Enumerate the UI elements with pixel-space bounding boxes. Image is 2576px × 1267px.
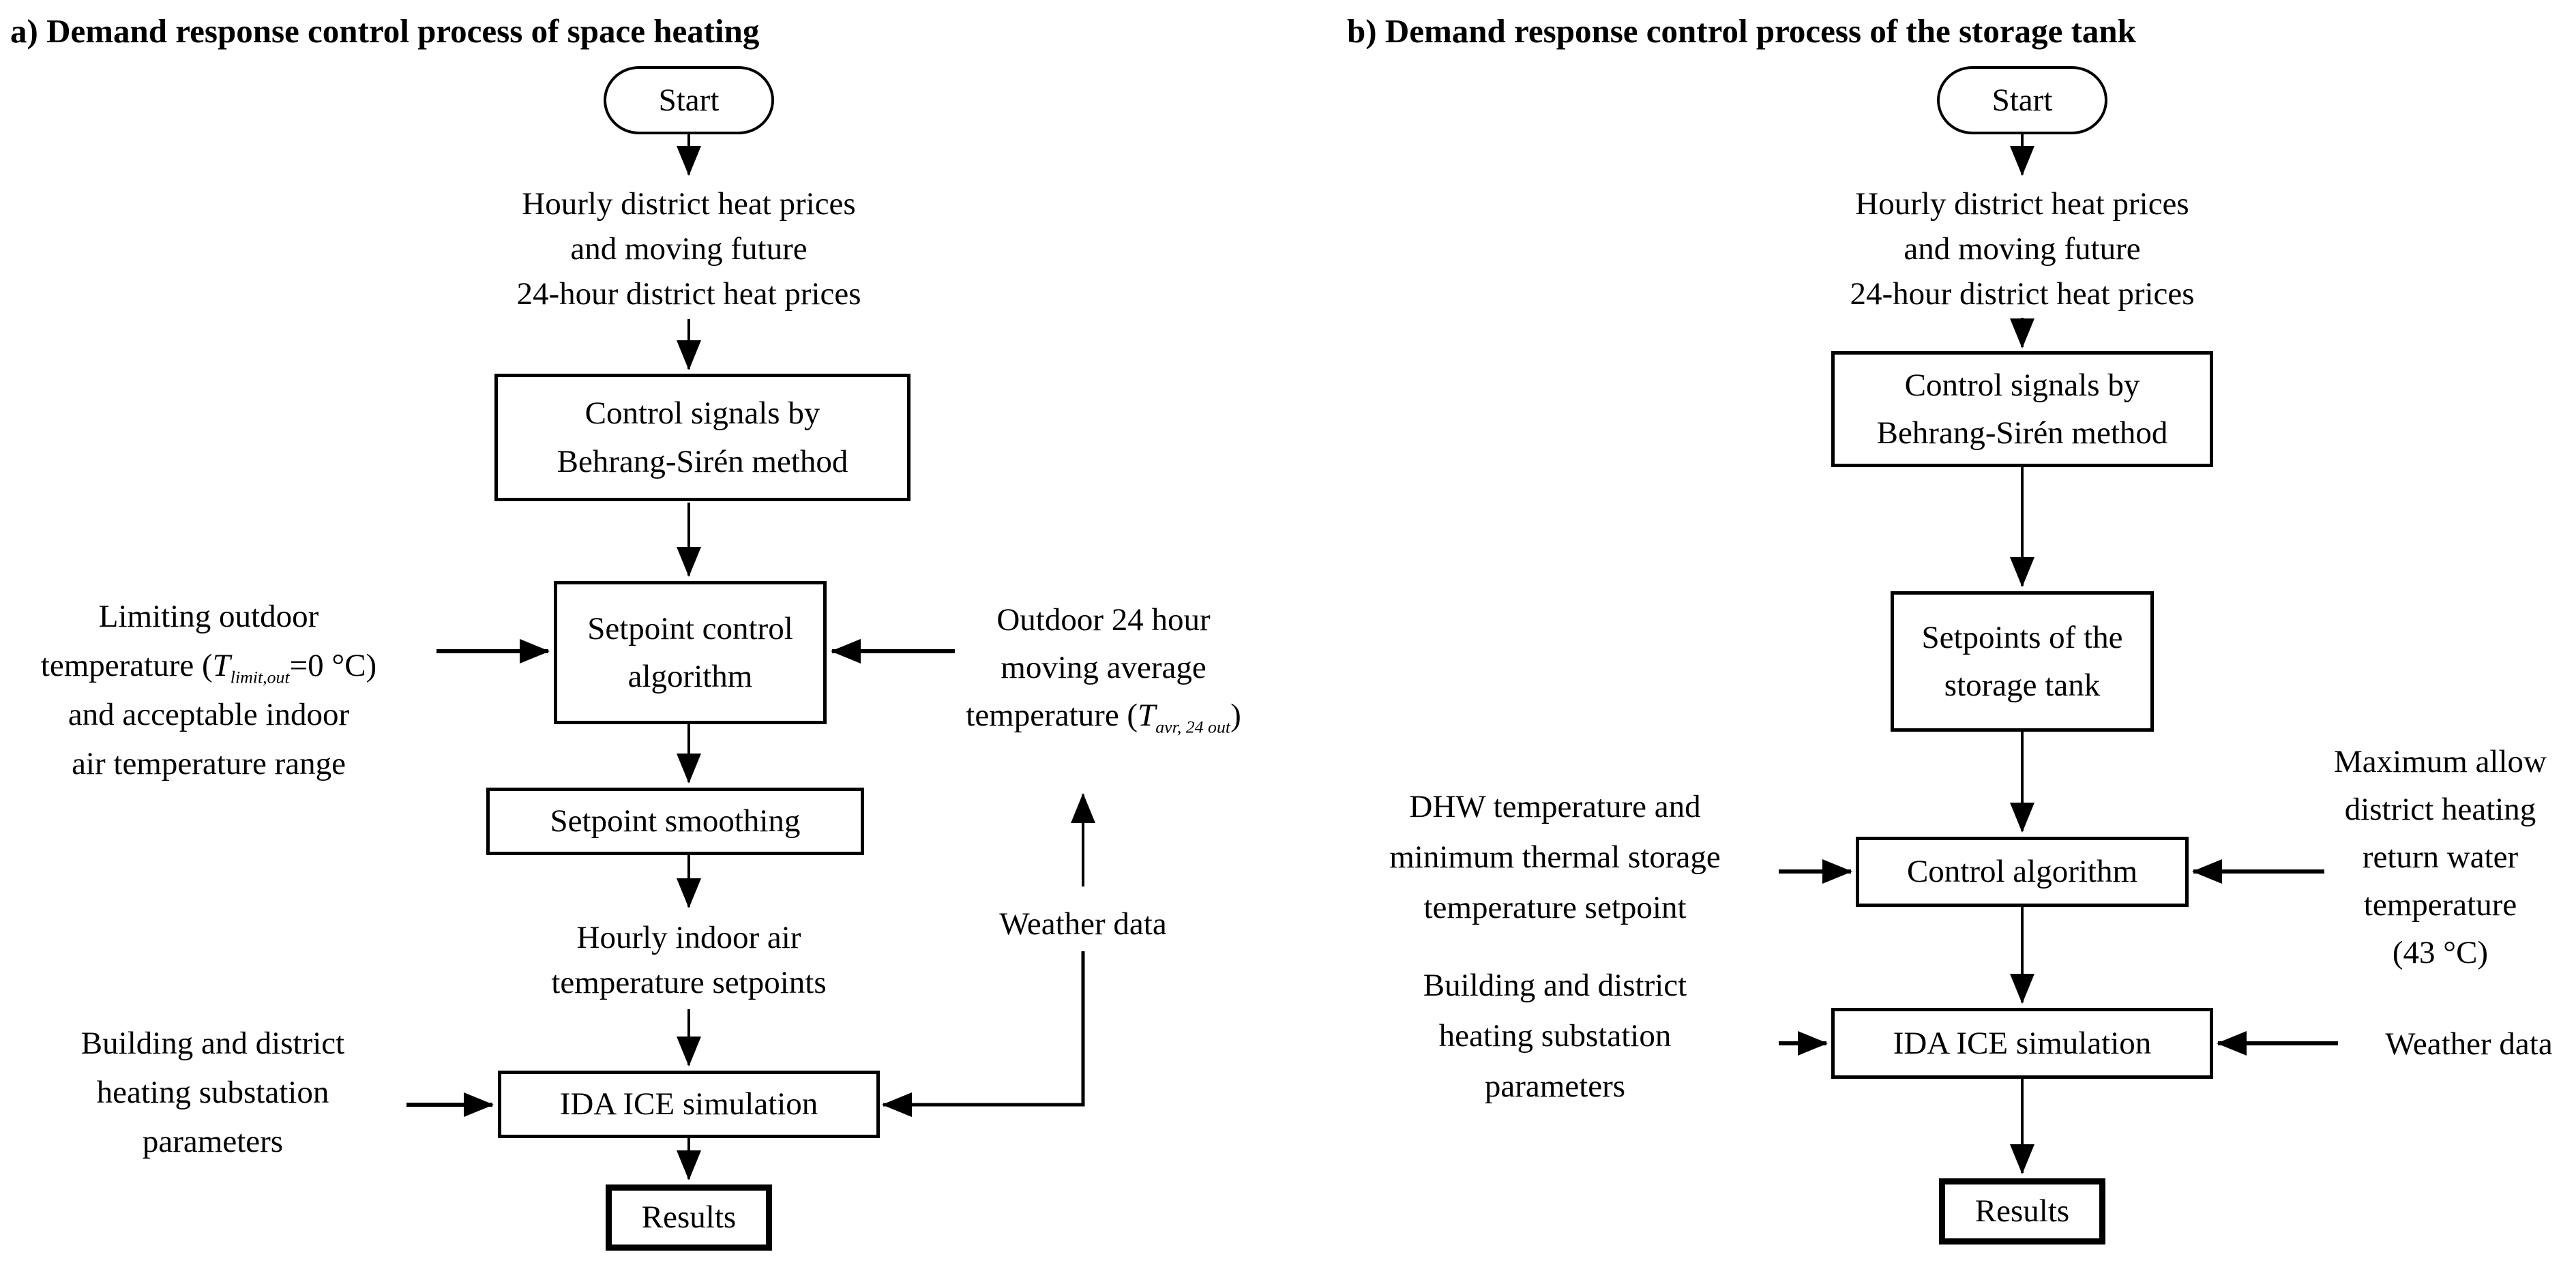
storage-setpoints-line-1-b: Setpoints of the bbox=[1921, 619, 2123, 655]
outdoor-line-3-a: temperature (Tavr, 24 out) bbox=[940, 691, 1267, 739]
dhw-line-3-b: temperature setpoint bbox=[1423, 890, 1687, 925]
outdoor-line-2-a: moving average bbox=[1001, 650, 1206, 685]
limit-line-2-symbol: T bbox=[212, 648, 231, 683]
control-signals-box-b: Control signals by Behrang-Sirén method bbox=[1831, 351, 2213, 467]
building-params-label-b: Building and district heating substation… bbox=[1354, 960, 1756, 1112]
control-algorithm-label-b: Control algorithm bbox=[1906, 854, 2138, 890]
setpoint-smoothing-label-a: Setpoint smoothing bbox=[550, 803, 801, 839]
building-params-label-a: Building and district heating substation… bbox=[15, 1019, 411, 1166]
weather-data-text-b: Weather data bbox=[2385, 1026, 2553, 1062]
outdoor-line-3-subscript: avr, 24 out bbox=[1155, 717, 1231, 737]
dhw-line-2-b: minimum thermal storage bbox=[1389, 839, 1721, 875]
max-return-line-3-b: return water bbox=[2362, 839, 2519, 875]
max-return-line-1-b: Maximum allow bbox=[2334, 744, 2547, 779]
price-line-3-a: 24-hour district heat prices bbox=[516, 276, 861, 312]
price-line-1-b: Hourly district heat prices bbox=[1855, 186, 2189, 222]
indoor-setpoints-line-2-a: temperature setpoints bbox=[551, 965, 827, 1000]
limit-line-2-a: temperature (Tlimit,out=0 °C) bbox=[4, 641, 413, 690]
price-line-1-a: Hourly district heat prices bbox=[522, 186, 856, 222]
setpoint-control-box-a: Setpoint control algorithm bbox=[554, 581, 827, 724]
start-node-b: Start bbox=[1937, 66, 2107, 134]
building-line-1-a: Building and district bbox=[80, 1026, 345, 1061]
weather-data-label-b: Weather data bbox=[2360, 1023, 2576, 1065]
control-signals-line-1-b: Control signals by bbox=[1904, 367, 2140, 403]
max-return-line-5-b: (43 °C) bbox=[2392, 935, 2489, 970]
limit-line-2-suffix: =0 °C) bbox=[289, 648, 377, 683]
building-line-2-a: heating substation bbox=[96, 1075, 329, 1110]
price-line-3-b: 24-hour district heat prices bbox=[1850, 276, 2195, 312]
control-signals-line-1-a: Control signals by bbox=[584, 396, 820, 431]
outdoor-line-3-prefix: temperature ( bbox=[966, 698, 1138, 733]
dhw-line-1-b: DHW temperature and bbox=[1409, 789, 1701, 824]
indoor-setpoints-label-a: Hourly indoor air temperature setpoints bbox=[484, 915, 893, 1005]
start-label-a: Start bbox=[658, 82, 720, 118]
start-node-a: Start bbox=[604, 66, 774, 134]
results-box-a: Results bbox=[606, 1184, 772, 1251]
outdoor-avg-temp-label-a: Outdoor 24 hour moving average temperatu… bbox=[940, 596, 1267, 739]
outdoor-line-1-a: Outdoor 24 hour bbox=[996, 602, 1211, 638]
ida-ice-box-b: IDA ICE simulation bbox=[1831, 1008, 2213, 1079]
ida-ice-label-b: IDA ICE simulation bbox=[1893, 1025, 2152, 1061]
limit-line-4-a: air temperature range bbox=[72, 746, 346, 781]
price-line-2-a: and moving future bbox=[570, 231, 808, 267]
building-line-3-b: parameters bbox=[1484, 1069, 1626, 1104]
limit-line-2-subscript: limit,out bbox=[230, 667, 290, 687]
panel-b-title: b) Demand response control process of th… bbox=[1347, 12, 2136, 50]
outdoor-line-3-suffix: ) bbox=[1230, 698, 1241, 733]
storage-setpoints-box-b: Setpoints of the storage tank bbox=[1891, 591, 2154, 732]
setpoint-smoothing-box-a: Setpoint smoothing bbox=[486, 788, 864, 855]
limit-line-3-a: and acceptable indoor bbox=[68, 697, 350, 732]
dhw-temp-label-b: DHW temperature and minimum thermal stor… bbox=[1354, 781, 1756, 933]
max-return-temp-label-b: Maximum allow district heating return wa… bbox=[2305, 738, 2575, 977]
price-line-2-b: and moving future bbox=[1904, 231, 2141, 267]
setpoint-control-line-1-a: Setpoint control bbox=[587, 610, 793, 646]
weather-data-text-a: Weather data bbox=[999, 906, 1167, 942]
price-input-text-b: Hourly district heat prices and moving f… bbox=[1783, 181, 2261, 316]
outdoor-line-3-symbol: T bbox=[1138, 698, 1156, 733]
limiting-temp-label-a: Limiting outdoor temperature (Tlimit,out… bbox=[4, 592, 413, 788]
building-line-2-b: heating substation bbox=[1438, 1018, 1672, 1054]
limit-line-1-a: Limiting outdoor bbox=[98, 599, 319, 634]
control-signals-box-a: Control signals by Behrang-Sirén method bbox=[494, 374, 911, 501]
storage-setpoints-line-2-b: storage tank bbox=[1944, 668, 2101, 703]
weather-data-label-a: Weather data bbox=[981, 903, 1185, 945]
max-return-line-4-b: temperature bbox=[2363, 887, 2517, 923]
results-label-b: Results bbox=[1974, 1193, 2070, 1229]
ida-ice-label-a: IDA ICE simulation bbox=[559, 1086, 818, 1122]
control-algorithm-box-b: Control algorithm bbox=[1856, 837, 2189, 907]
limit-line-2-prefix: temperature ( bbox=[40, 648, 213, 683]
building-line-3-a: parameters bbox=[142, 1124, 284, 1159]
price-input-text-a: Hourly district heat prices and moving f… bbox=[450, 181, 928, 316]
max-return-line-2-b: district heating bbox=[2344, 792, 2536, 827]
arrow-a-weather-to-ida-elbow bbox=[882, 951, 1085, 1117]
building-line-1-b: Building and district bbox=[1423, 968, 1687, 1003]
control-signals-line-2-b: Behrang-Sirén method bbox=[1876, 415, 2168, 451]
panel-a-title: a) Demand response control process of sp… bbox=[10, 12, 760, 50]
setpoint-control-line-2-a: algorithm bbox=[627, 659, 753, 694]
results-box-b: Results bbox=[1939, 1178, 2105, 1244]
control-signals-line-2-a: Behrang-Sirén method bbox=[557, 443, 848, 479]
ida-ice-box-a: IDA ICE simulation bbox=[498, 1071, 880, 1138]
results-label-a: Results bbox=[641, 1199, 737, 1236]
indoor-setpoints-line-1-a: Hourly indoor air bbox=[576, 920, 801, 955]
start-label-b: Start bbox=[1992, 82, 2053, 118]
